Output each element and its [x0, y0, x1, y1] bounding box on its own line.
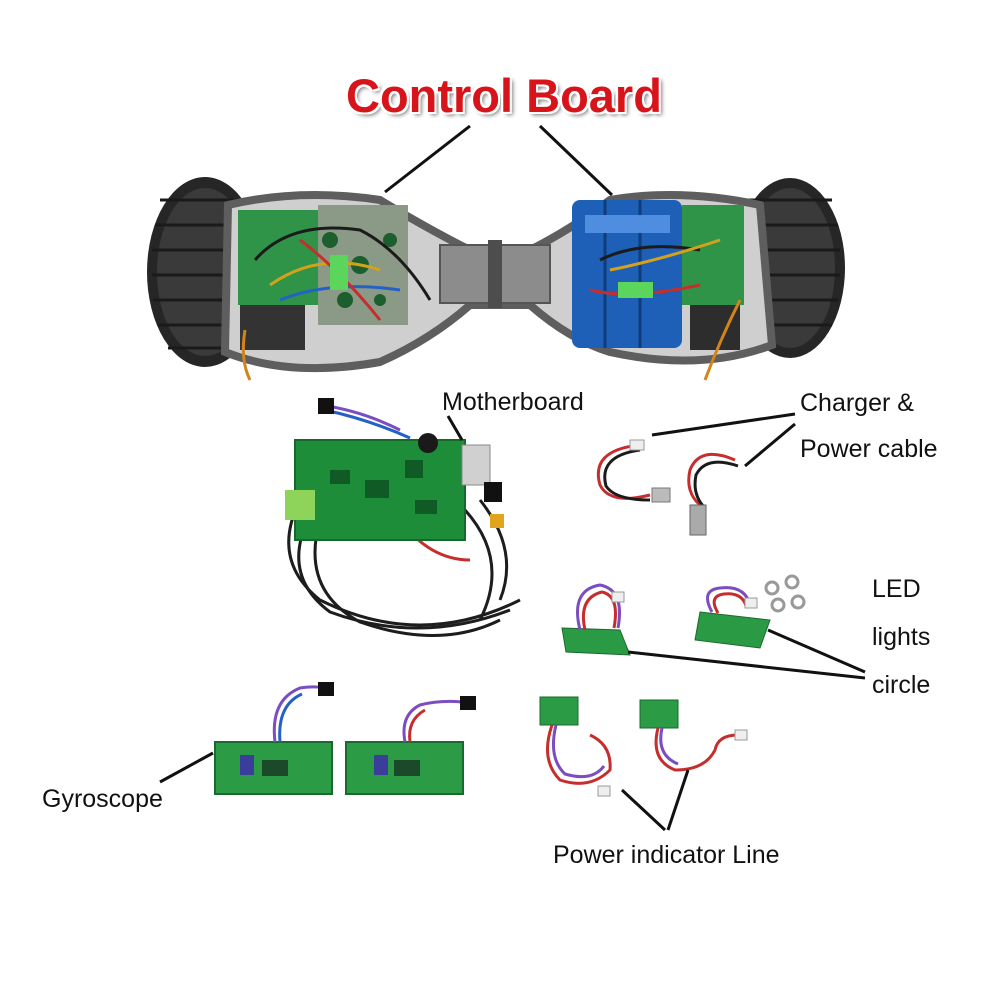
- control-board-title: Control Board: [346, 69, 662, 122]
- led-lights-image: [561, 574, 806, 656]
- charger-pointers: [651, 412, 796, 468]
- control-board-pointers: [384, 124, 614, 197]
- gyroscope-image: [214, 682, 476, 795]
- charger-label-line2: Power cable: [800, 435, 938, 463]
- power-indicator-image: [539, 696, 748, 797]
- motherboard-label: Motherboard: [442, 388, 584, 416]
- hoverboard-image: [147, 177, 845, 381]
- motherboard-image: [285, 398, 521, 637]
- motherboard-pointer: [446, 415, 464, 441]
- led-pointers: [627, 628, 866, 680]
- gyroscope-pointer: [159, 751, 214, 784]
- charger-label-line1: Charger &: [800, 389, 914, 417]
- charger-cable-image: [597, 443, 739, 510]
- led-label-line2: lights: [872, 623, 931, 651]
- led-label-line3: circle: [872, 671, 931, 699]
- power-indicator-label: Power indicator Line: [553, 841, 780, 869]
- power-indicator-pointers: [620, 769, 690, 832]
- gyroscope-label: Gyroscope: [42, 785, 163, 813]
- led-label-line1: LED: [872, 575, 921, 603]
